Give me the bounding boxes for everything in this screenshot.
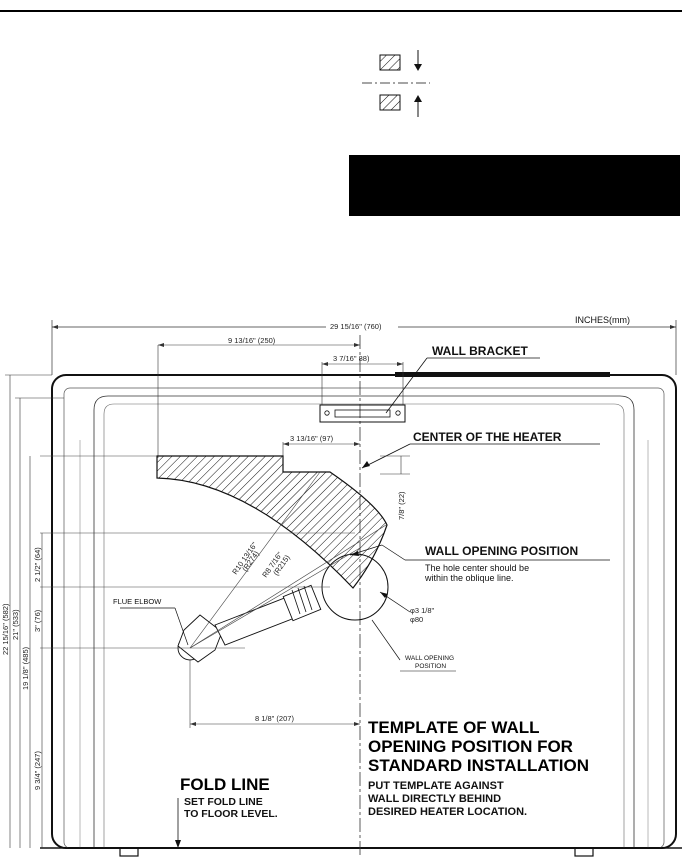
template-line-3: STANDARD INSTALLATION — [368, 756, 589, 775]
dim-3-7-16: 3 7/16" 88) — [321, 354, 404, 405]
dim-7-8-text: 7/8" (22) — [397, 491, 406, 520]
dim-8-1-8: 8 1/8" (207) — [190, 714, 360, 726]
dim-3-7-16-text: 3 7/16" 88) — [333, 354, 370, 363]
v-22-text: 22 15/16" (582) — [1, 603, 10, 655]
flue-elbow-label: FLUE ELBOW — [113, 597, 162, 606]
section-symbol — [362, 50, 430, 117]
phi-callout: φ3 1/8" φ80 — [379, 591, 435, 624]
center-heater-callout: CENTER OF THE HEATER — [361, 430, 600, 469]
dim-8-1-8-text: 8 1/8" (207) — [255, 714, 294, 723]
wall-opening-title: WALL OPENING POSITION — [425, 544, 578, 558]
dim-9-13-16: 9 13/16" (250) — [157, 336, 360, 458]
template-line-1: TEMPLATE OF WALL — [368, 718, 540, 737]
wall-opening-small-callout: WALL OPENING POSITION — [371, 619, 456, 672]
wall-bracket: WALL BRACKET — [319, 344, 540, 423]
vertical-dimensions: 22 15/16" (582) 21" (533) 19 1/8" (485) … — [1, 374, 64, 848]
total-width-text: 29 15/16" (760) — [330, 322, 382, 331]
units-label: INCHES(mm) — [575, 315, 630, 325]
fold-line-callout: FOLD LINE SET FOLD LINE TO FLOOR LEVEL. — [175, 775, 278, 848]
v-3-text: 3" (76) — [33, 609, 42, 632]
template-note-1: PUT TEMPLATE AGAINST — [368, 780, 504, 792]
fold-note-1: SET FOLD LINE — [184, 796, 263, 808]
template-note-3: DESIRED HEATER LOCATION. — [368, 806, 527, 818]
wall-opening-note-1: The hole center should be — [425, 563, 529, 573]
v-2-text: 2 1/2" (64) — [33, 547, 42, 582]
wall-opening-note-2: within the oblique line. — [424, 573, 514, 583]
v-9-text: 9 3/4" (247) — [33, 751, 42, 790]
dim-7-8: 7/8" (22) — [380, 455, 410, 520]
fold-title: FOLD LINE — [180, 775, 270, 794]
wall-opening-small-2: POSITION — [415, 663, 446, 670]
template-title: TEMPLATE OF WALL OPENING POSITION FOR ST… — [368, 718, 589, 818]
total-width-dimension: 29 15/16" (760) — [51, 320, 677, 375]
wall-opening-small-1: WALL OPENING — [405, 655, 454, 662]
horizontal-extension-lines — [40, 455, 355, 728]
wall-opening-callout: WALL OPENING POSITION The hole center sh… — [349, 544, 610, 583]
wall-bracket-label: WALL BRACKET — [432, 344, 528, 358]
template-note-2: WALL DIRECTLY BEHIND — [368, 793, 501, 805]
oblique-hatched-region — [156, 455, 388, 589]
center-heater-label: CENTER OF THE HEATER — [413, 430, 562, 444]
phi-text: φ3 1/8" — [410, 606, 435, 615]
dim-9-13-16-text: 9 13/16" (250) — [228, 336, 276, 345]
dim-3-13-16-text: 3 13/16" (97) — [290, 434, 334, 443]
heater-outline — [40, 372, 682, 857]
v-19-text: 19 1/8" (485) — [21, 646, 30, 690]
black-label-box — [349, 155, 680, 216]
dim-3-13-16: 3 13/16" (97) — [282, 434, 360, 458]
v-21-text: 21" (533) — [11, 609, 20, 640]
fold-note-2: TO FLOOR LEVEL. — [184, 808, 278, 820]
flue-elbow: FLUE ELBOW — [113, 584, 322, 663]
phi-mm-text: φ80 — [410, 615, 423, 624]
template-line-2: OPENING POSITION FOR — [368, 737, 573, 756]
